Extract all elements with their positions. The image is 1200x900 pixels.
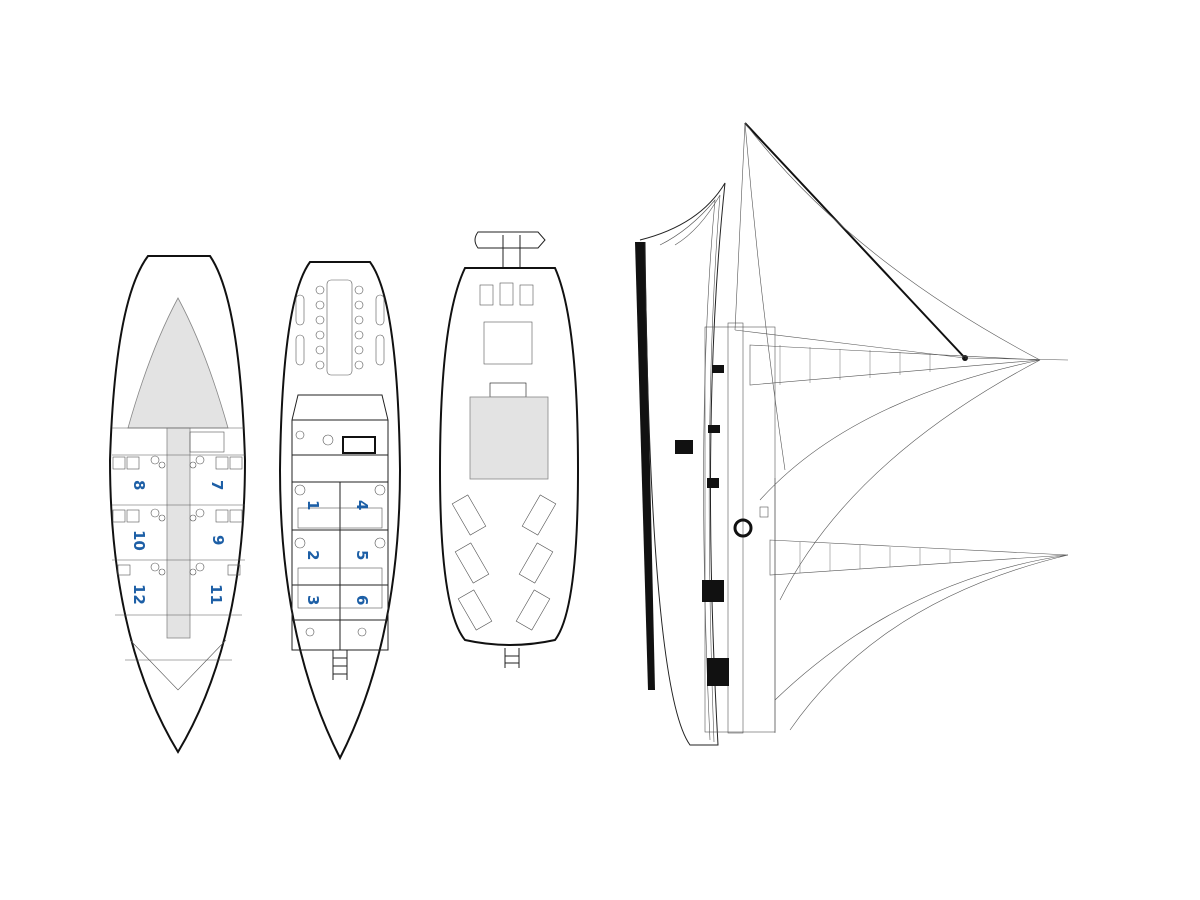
cabin-number-3: 3 <box>304 595 322 605</box>
cabin-number-1: 1 <box>304 500 322 510</box>
cabin-number-5: 5 <box>353 550 371 560</box>
cabin-number-8: 8 <box>130 480 148 490</box>
cabin-number-2: 2 <box>304 550 322 560</box>
cabin-number-4: 4 <box>353 500 371 510</box>
cabin-number-7: 7 <box>208 480 226 490</box>
cabin-number-11: 11 <box>207 584 225 605</box>
cabin-number-10: 10 <box>130 530 148 551</box>
cabin-number-6: 6 <box>353 595 371 605</box>
ship-side-profile <box>635 122 1069 746</box>
sun-deck-plan <box>438 231 580 668</box>
lower-deck-plan: 8 7 10 9 12 11 <box>108 255 247 754</box>
cabin-number-9: 9 <box>209 535 227 545</box>
cabin-number-12: 12 <box>130 584 148 605</box>
main-deck-plan: 1 4 2 5 3 6 <box>278 261 402 761</box>
